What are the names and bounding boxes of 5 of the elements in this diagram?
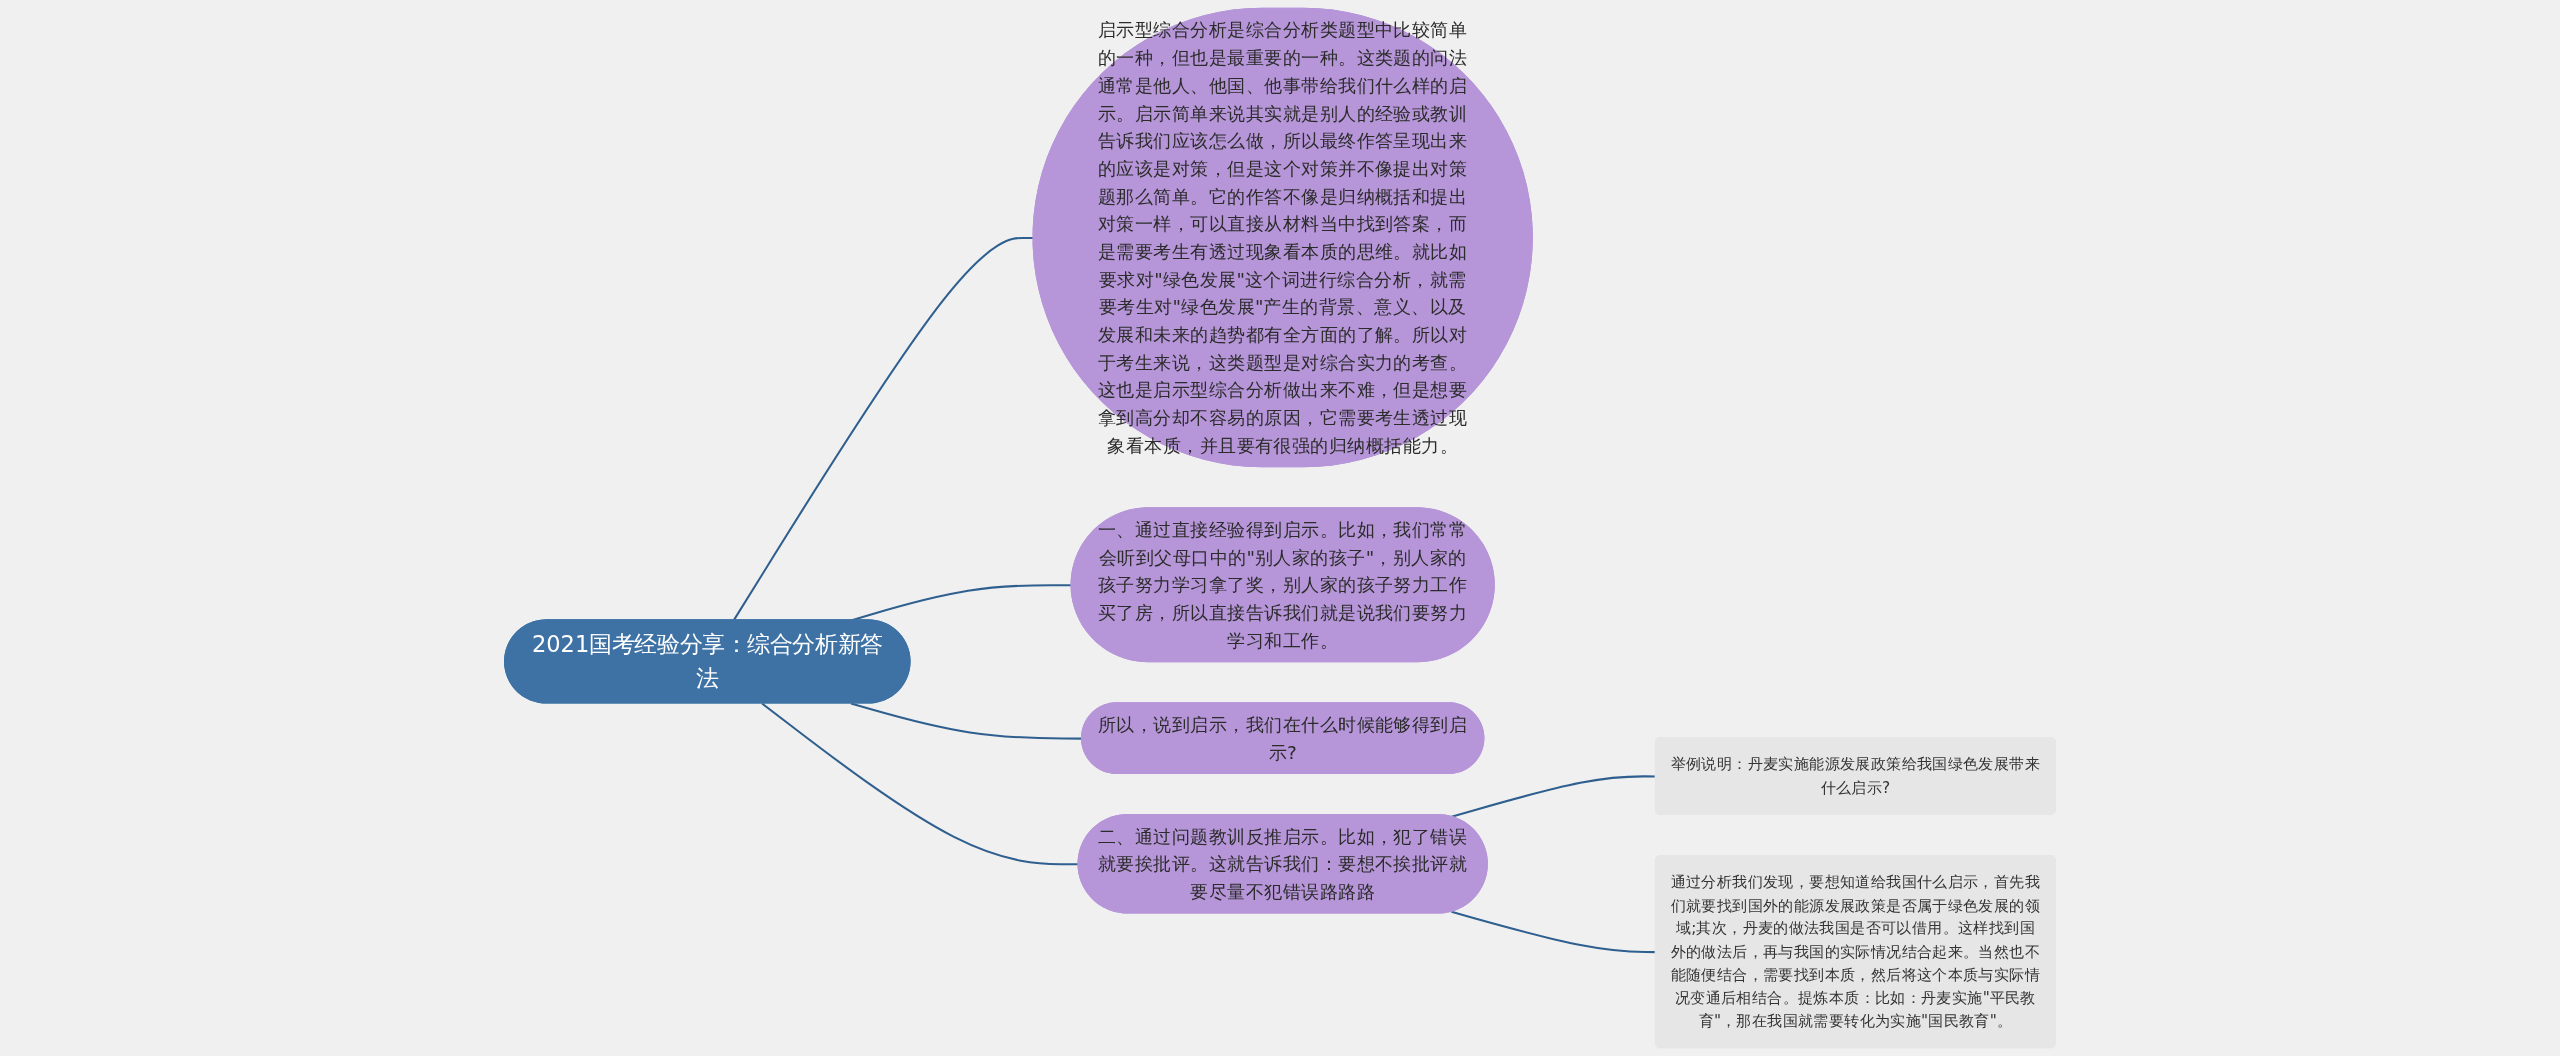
connector [850, 702, 1082, 740]
connector [1451, 775, 1656, 818]
connector [732, 236, 1034, 621]
connector [1451, 910, 1656, 954]
connector [761, 702, 1079, 866]
